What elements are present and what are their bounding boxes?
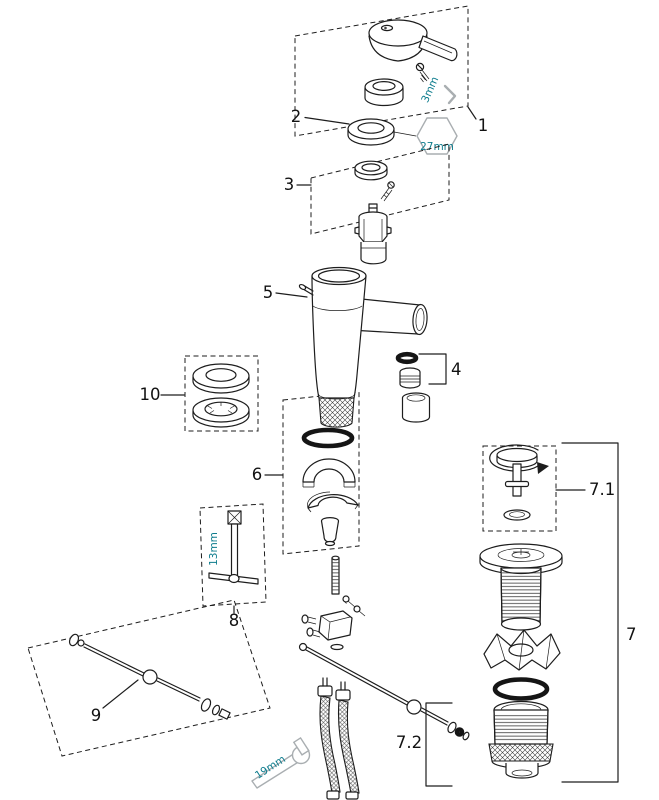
rotate-arrow-icon <box>537 462 549 474</box>
aerator-sleeve <box>401 392 431 423</box>
drain-upper-body <box>479 543 563 631</box>
drain-clamp-wedge <box>483 629 561 671</box>
label-3: 3 <box>284 175 295 194</box>
label-1: 1 <box>478 116 489 135</box>
faucet-body <box>298 266 367 428</box>
supply-hoses <box>317 677 360 800</box>
part-8-socket-tool-group: 8 13mm <box>199 503 267 630</box>
label-7-2: 7.2 <box>396 733 422 752</box>
spout <box>349 297 428 336</box>
part-9-box <box>27 599 271 757</box>
grub-screw <box>415 62 430 83</box>
cartridge-screw <box>380 181 395 202</box>
part-7-2-group: 7.2 <box>396 702 453 787</box>
socket-tool <box>208 510 259 585</box>
part-9-rod-group: 9 <box>27 599 271 757</box>
mounting-horseshoe <box>302 458 356 488</box>
handle-cap <box>364 78 404 107</box>
mounting-clamp <box>307 491 359 513</box>
part-7-drain-group: 7 7.1 <box>396 442 637 787</box>
drain-o-ring <box>492 677 550 701</box>
part-4-aerator-group: 4 <box>395 351 462 423</box>
label-6: 6 <box>252 465 263 484</box>
escutcheon-ring <box>347 118 395 146</box>
part-5-faucet-body-group: 5 <box>263 266 428 428</box>
label-8: 8 <box>229 611 240 630</box>
supply-connection-group <box>301 555 366 651</box>
hex-key-icon <box>443 84 457 105</box>
label-10: 10 <box>140 385 161 404</box>
part-3-box <box>310 143 450 235</box>
part-3-cartridge-group: 3 <box>284 143 450 265</box>
base-ring <box>192 363 250 394</box>
label-5: 5 <box>263 283 274 302</box>
aerator-insert <box>399 367 421 389</box>
threaded-stud <box>331 555 340 595</box>
mounting-fitting <box>301 610 353 651</box>
part-6-mounting-group: 6 <box>252 427 359 547</box>
cartridge <box>354 203 392 265</box>
label-2: 2 <box>291 107 302 126</box>
mounting-nut-ring <box>192 397 250 428</box>
part-7-1-box <box>482 445 557 532</box>
pop-up-plug <box>496 447 538 521</box>
guide-nozzle <box>320 516 340 547</box>
fixing-screws <box>342 595 366 617</box>
part-1-handle-group: 3mm 1 <box>294 5 489 137</box>
label-4: 4 <box>451 360 462 379</box>
body-o-ring <box>301 427 355 449</box>
lever-handle <box>368 19 458 62</box>
label-7-1: 7.1 <box>589 480 615 499</box>
part-10-rings-group: 10 <box>140 355 259 432</box>
label-7: 7 <box>626 625 637 644</box>
wrench-19mm: 19mm <box>251 736 311 789</box>
part-1-box <box>294 5 469 137</box>
socket-size: 13mm <box>208 532 220 566</box>
drain-lower-body <box>488 700 554 779</box>
part-10-box <box>184 355 259 432</box>
cartridge-ring <box>354 160 388 181</box>
part-6-box <box>282 391 360 555</box>
label-9: 9 <box>91 706 102 725</box>
hex-key-size: 3mm <box>419 75 441 105</box>
part-2-ring-group: 27mm 2 <box>291 107 458 155</box>
aerator-o-ring <box>395 351 419 365</box>
part-8-box <box>199 503 267 607</box>
part-7-1-plug-group: 7.1 <box>482 444 615 532</box>
horizontal-rod <box>68 633 231 720</box>
